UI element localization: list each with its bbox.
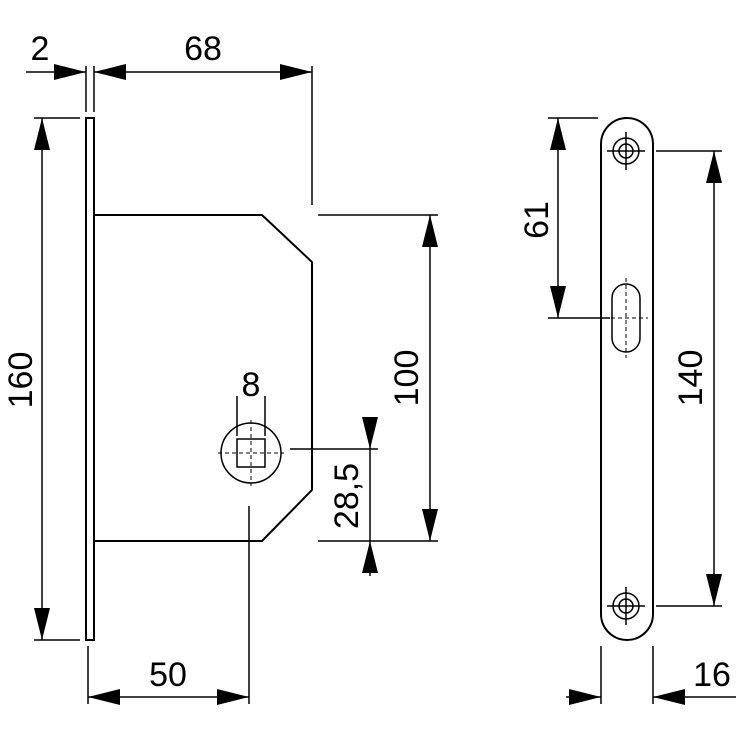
dim-label-50: 50 [149, 656, 187, 694]
dim-label-140: 140 [672, 350, 710, 407]
dim-backset: 50 [87, 506, 250, 705]
dim-label-8: 8 [242, 366, 261, 404]
bottom-screw-hole [607, 587, 645, 625]
dim-spindle-square: 8 [236, 366, 266, 436]
lock-case-outline [94, 214, 313, 542]
dim-faceplate-width: 16 [566, 646, 736, 705]
top-screw-hole [607, 132, 645, 170]
faceplate-outline [85, 117, 95, 641]
dim-case-height: 100 [318, 214, 438, 542]
lock-side-view [85, 117, 313, 641]
dim-label-61: 61 [518, 201, 556, 239]
dim-label-16: 16 [693, 656, 731, 694]
spindle-hub [220, 422, 282, 484]
dim-spindle-offset: 28,5 [290, 417, 378, 576]
dim-label-28-5: 28,5 [328, 463, 366, 529]
dim-label-2: 2 [31, 30, 50, 68]
faceplate-front-outline [600, 117, 654, 641]
dim-label-100: 100 [388, 350, 426, 407]
dim-label-68: 68 [184, 30, 222, 68]
latch-slot [604, 278, 648, 358]
faceplate-front-view [600, 117, 654, 641]
dim-faceplate-thickness: 2 [26, 30, 95, 112]
dim-label-160: 160 [2, 352, 40, 409]
spindle-square [236, 438, 266, 468]
dim-screw-spacing: 140 [656, 150, 722, 607]
dim-backset-depth: 68 [94, 30, 313, 205]
dim-screw-to-slot: 61 [518, 117, 610, 319]
dim-lock-height: 160 [2, 117, 80, 641]
